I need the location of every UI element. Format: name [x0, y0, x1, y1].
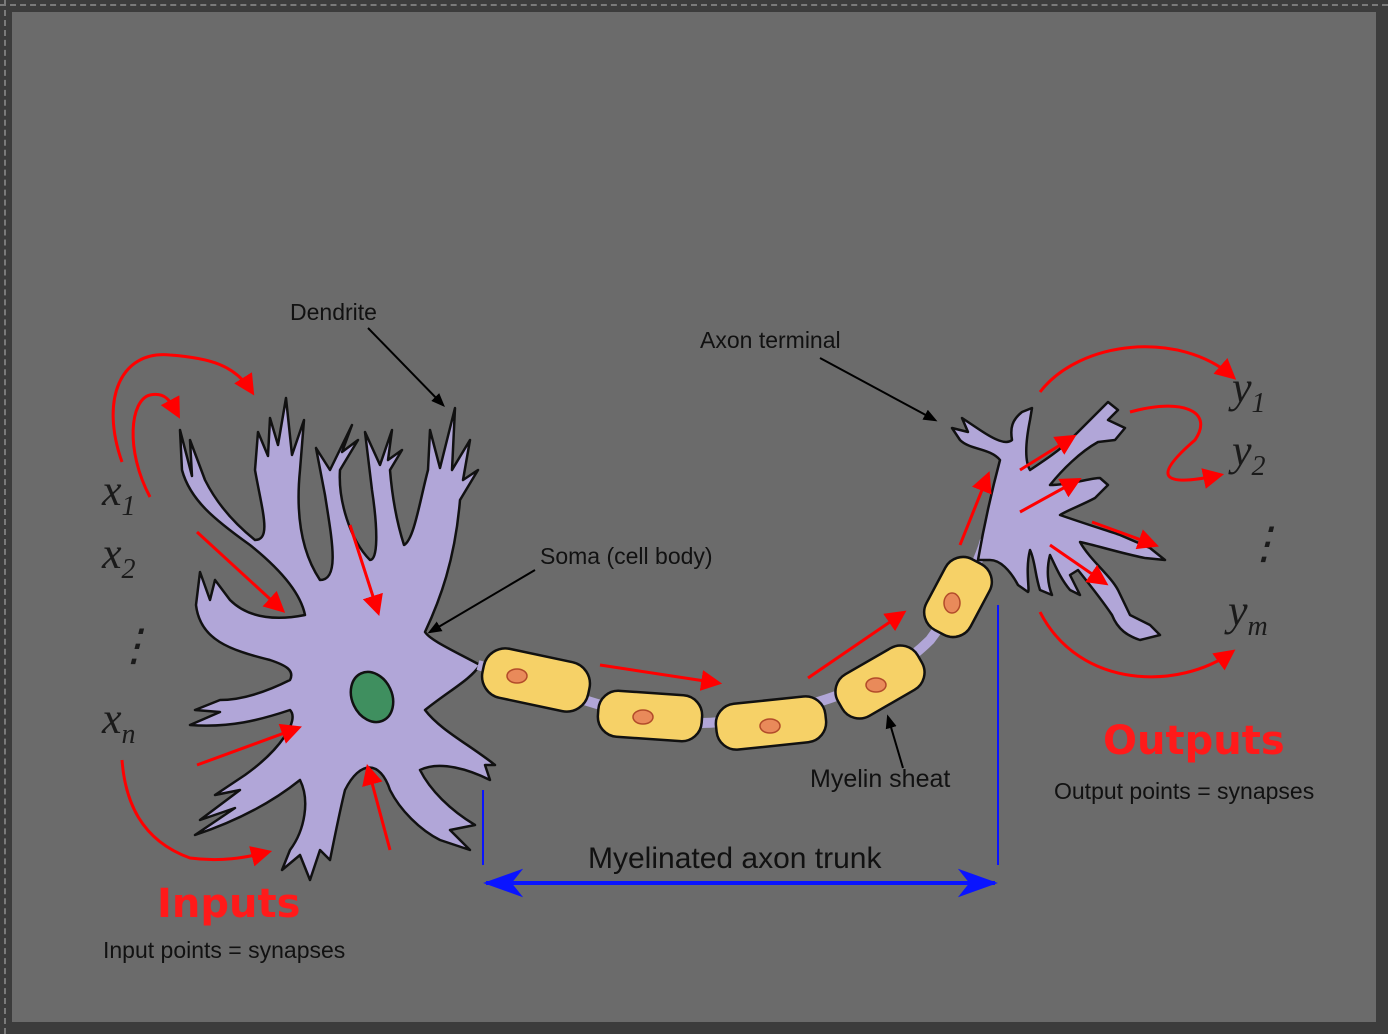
output-var-y1-sub: 1 — [1252, 388, 1266, 419]
outputs-caption: Output points = synapses — [1054, 778, 1314, 804]
myelin-sheath-label: Myelin sheat — [810, 765, 950, 793]
outputs-title: Outputs — [1103, 718, 1285, 764]
output-var-y2: y — [1228, 426, 1252, 475]
axon-trunk-label: Myelinated axon trunk — [588, 842, 882, 875]
svg-text:x1: x1 — [101, 466, 136, 522]
input-var-xn: x — [101, 694, 122, 743]
inputs-caption: Input points = synapses — [103, 937, 345, 963]
dendrite-label: Dendrite — [290, 299, 377, 325]
input-var-x2: x — [101, 529, 122, 578]
output-var-ym-sub: m — [1248, 611, 1268, 642]
svg-text:y1: y1 — [1228, 363, 1266, 419]
output-var-ym: y — [1224, 586, 1248, 635]
svg-text:x2: x2 — [101, 529, 136, 585]
input-var-x1-sub: 1 — [122, 491, 136, 522]
output-var-y1: y — [1228, 363, 1252, 412]
axon-terminal-label: Axon terminal — [700, 327, 841, 353]
input-var-xn-sub: n — [122, 719, 136, 750]
output-var-y2-sub: 2 — [1252, 451, 1266, 482]
soma-label: Soma (cell body) — [540, 543, 713, 569]
input-variables: x1 x2 ⋮ xn — [101, 466, 156, 750]
svg-text:ym: ym — [1224, 586, 1268, 642]
input-var-x1: x — [101, 466, 122, 515]
output-variables: y1 y2 ⋮ ym — [1224, 363, 1286, 642]
svg-text:xn: xn — [101, 694, 136, 750]
output-vars-ellipsis: ⋮ — [1242, 519, 1286, 568]
svg-text:y2: y2 — [1228, 426, 1266, 482]
input-var-x2-sub: 2 — [122, 554, 136, 585]
inputs-title: Inputs — [157, 881, 300, 927]
axon-terminal-branches — [952, 402, 1165, 640]
neuron-dendrites — [180, 398, 495, 880]
input-vars-ellipsis: ⋮ — [112, 621, 156, 670]
